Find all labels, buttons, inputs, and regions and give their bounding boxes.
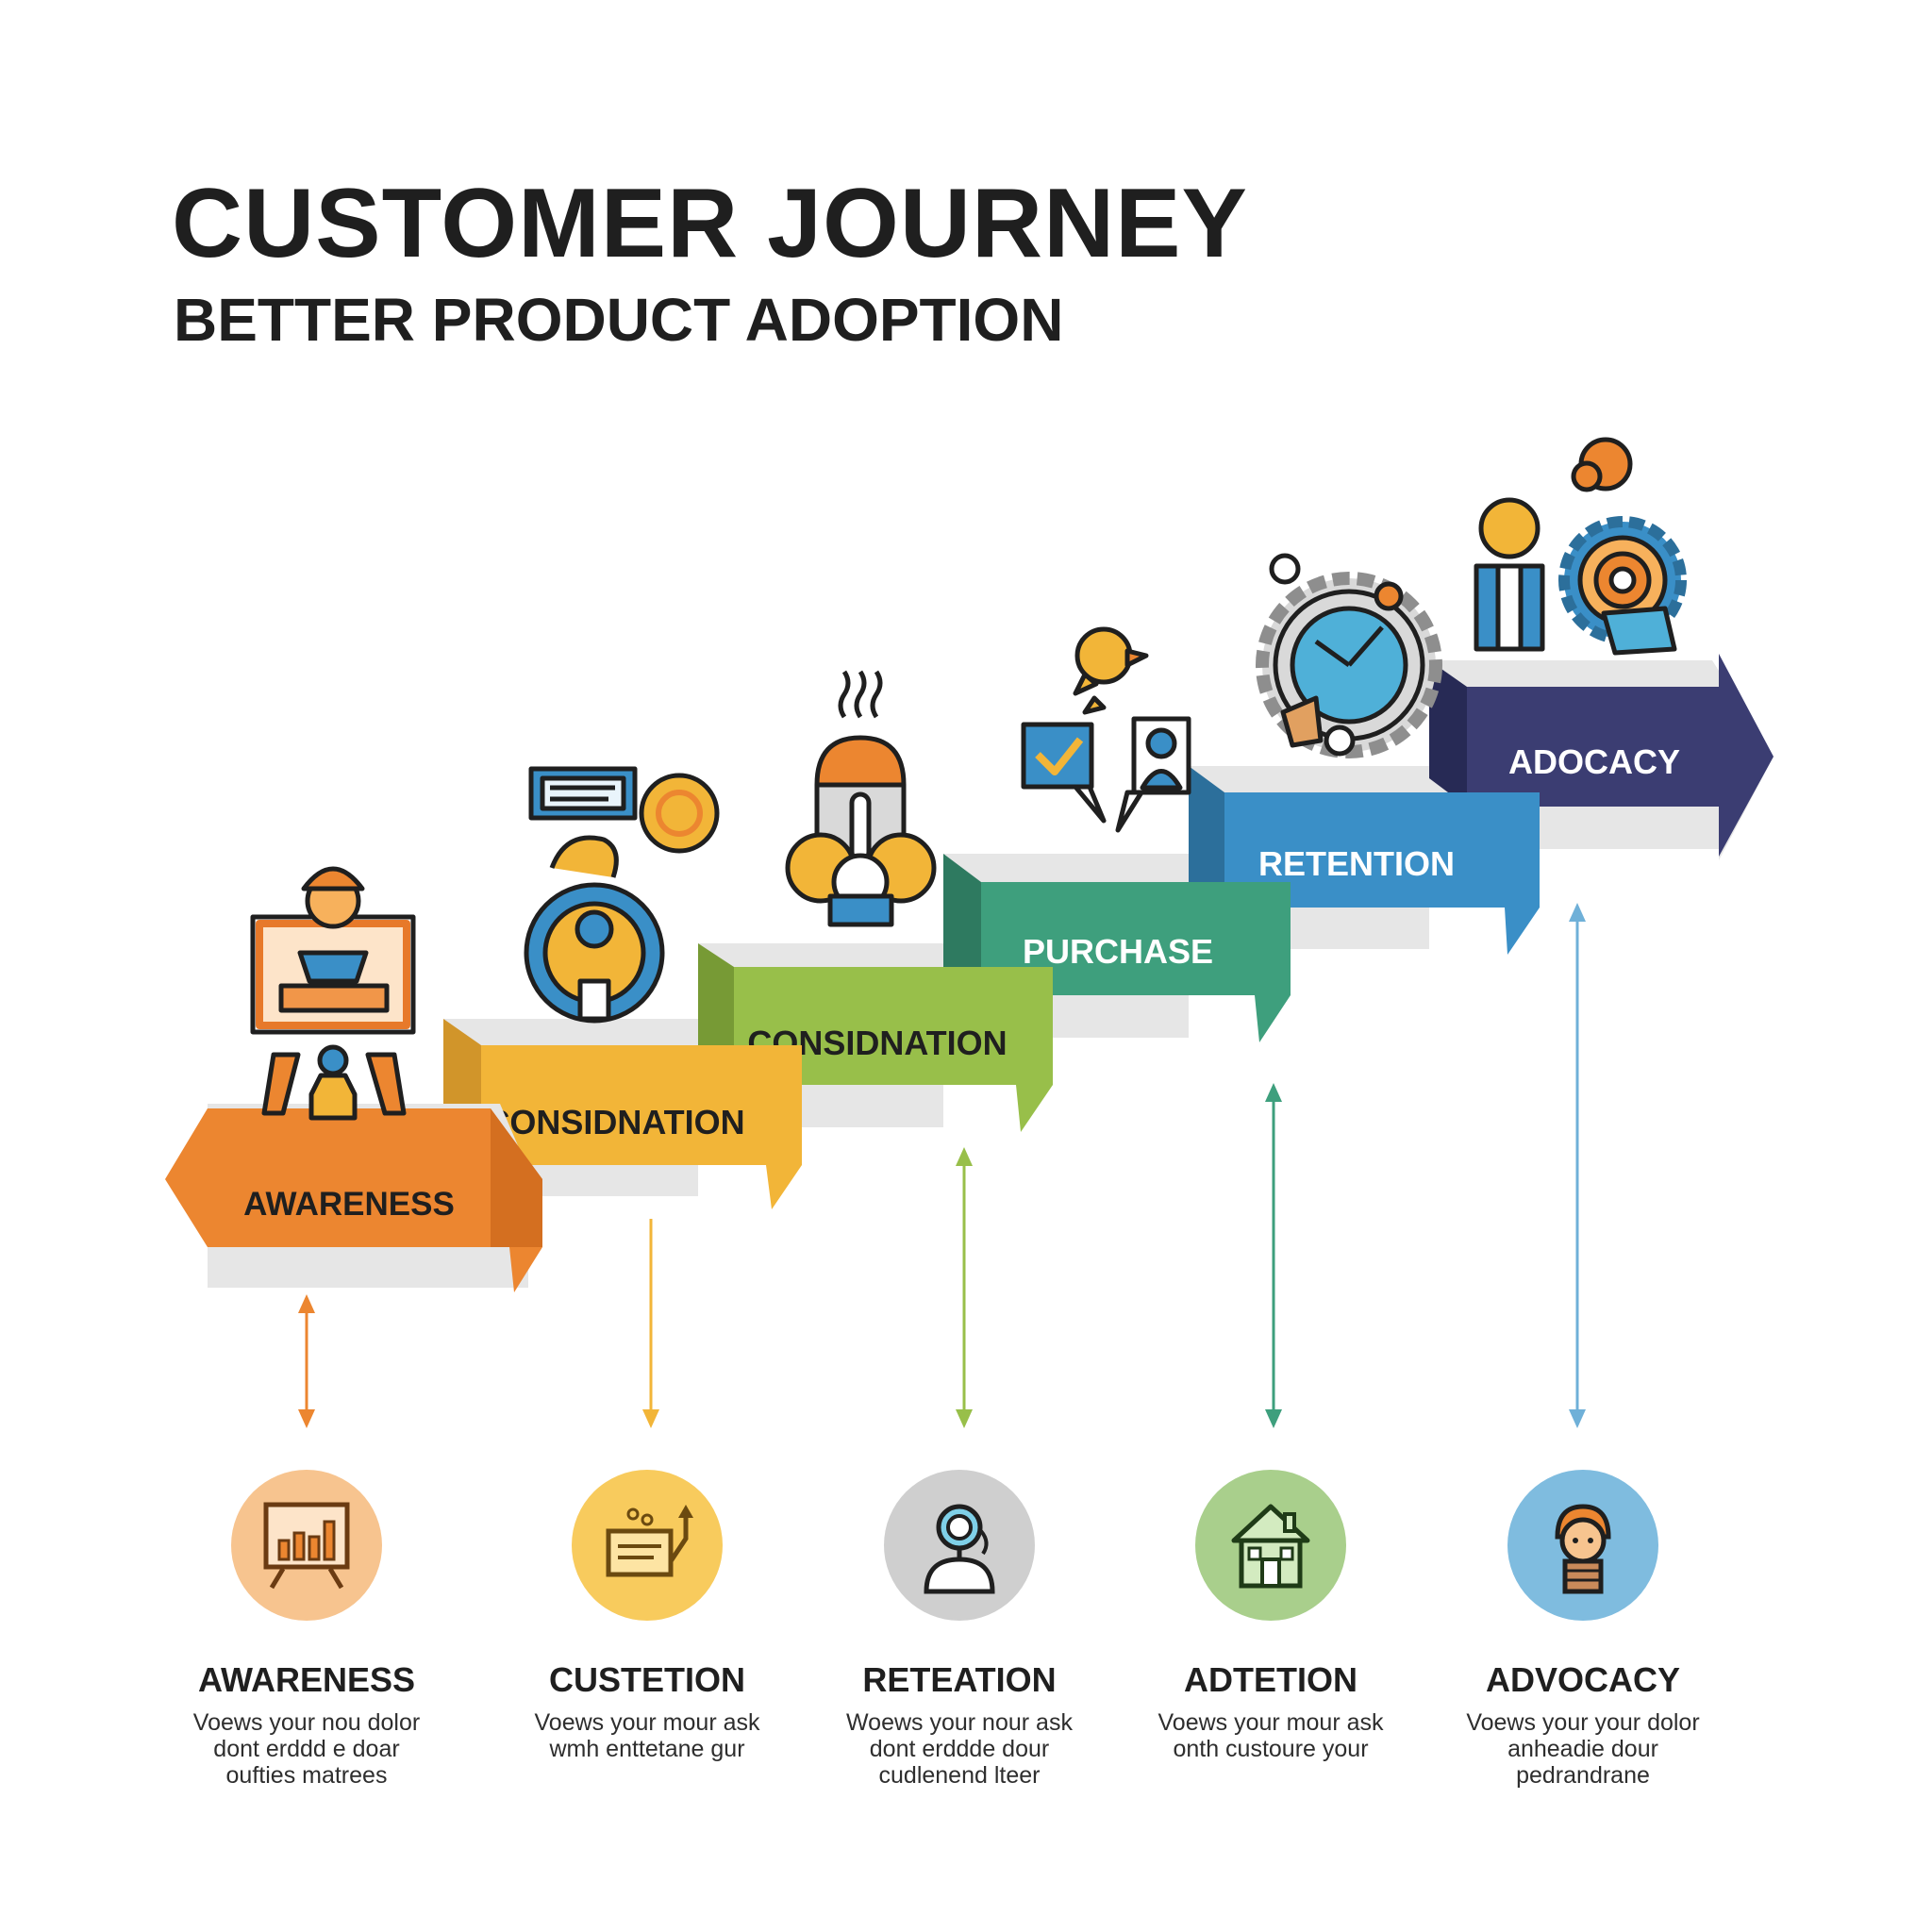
step-retention-label: RETENTION [1258,844,1455,883]
card-awareness: AWARENESS Voews your nou dolor dont erdd… [156,1470,458,1789]
card-advocacy-circle [1507,1470,1658,1621]
chart-easel-icon [263,1502,350,1590]
checkmark-chat-icon [1021,626,1191,833]
step-purchase: PURCHASE [943,854,1291,1042]
card-advocacy: ADVOCACY Voews your your dolor anheadie … [1432,1470,1734,1789]
card-advocacy-title: ADVOCACY [1485,1660,1680,1699]
connector-arrow-5 [1569,903,1586,1428]
girl-avatar-icon [1555,1504,1611,1594]
step-advocacy-label: ADOCACY [1508,742,1680,781]
rising-card-icon [606,1505,693,1577]
card-reteation-text: Woews your nour ask dont erddde dour cud… [846,1709,1073,1789]
page-subtitle: BETTER PRODUCT ADOPTION [174,286,1064,354]
card-custetion: CUSTETION Voews your mour ask wmh enttet… [496,1470,798,1762]
connector-arrow-1 [298,1294,315,1428]
card-reteation-title: RETEATION [862,1660,1057,1699]
card-adtetion-title: ADTETION [1184,1660,1357,1699]
step-awareness-label: AWARENESS [243,1186,455,1223]
support-agent-icon [924,1504,995,1594]
card-reteation-circle [884,1470,1035,1621]
presenter-board-icon [250,866,416,1121]
connector-arrow-4 [1265,1083,1282,1428]
card-adtetion-text: Voews your mour ask onth custoure your [1158,1709,1384,1762]
card-awareness-circle [231,1470,382,1621]
card-awareness-title: AWARENESS [197,1660,416,1699]
card-adtetion: ADTETION Voews your mour ask onth custou… [1120,1470,1422,1762]
card-adtetion-circle [1195,1470,1346,1621]
chef-icon [785,670,937,927]
card-reteation: RETEATION Woews your nour ask dont erddd… [808,1470,1110,1789]
connector-arrow-3 [956,1147,973,1428]
card-custetion-text: Voews your mour ask wmh enttetane gur [534,1709,760,1762]
step-advocacy: ADOCACY [1429,654,1774,860]
card-advocacy-text: Voews your your dolor anheadie dour pedr… [1466,1709,1700,1789]
gear-clock-icon [1256,553,1442,758]
badge-user-icon [524,766,720,1024]
person-target-icon [1474,437,1687,656]
connector-arrow-2 [642,1219,659,1428]
step-purchase-label: PURCHASE [1023,932,1213,971]
card-awareness-text: Voews your nou dolor dont erddd e doar o… [192,1709,421,1789]
card-custetion-title: CUSTETION [548,1660,745,1699]
card-custetion-circle [572,1470,723,1621]
house-icon [1231,1504,1310,1589]
step-consideration-1-label: CONSIDNATION [485,1103,744,1141]
step-awareness: AWARENESS [165,1104,542,1292]
page-title: CUSTOMER JOURNEY [172,169,1248,278]
